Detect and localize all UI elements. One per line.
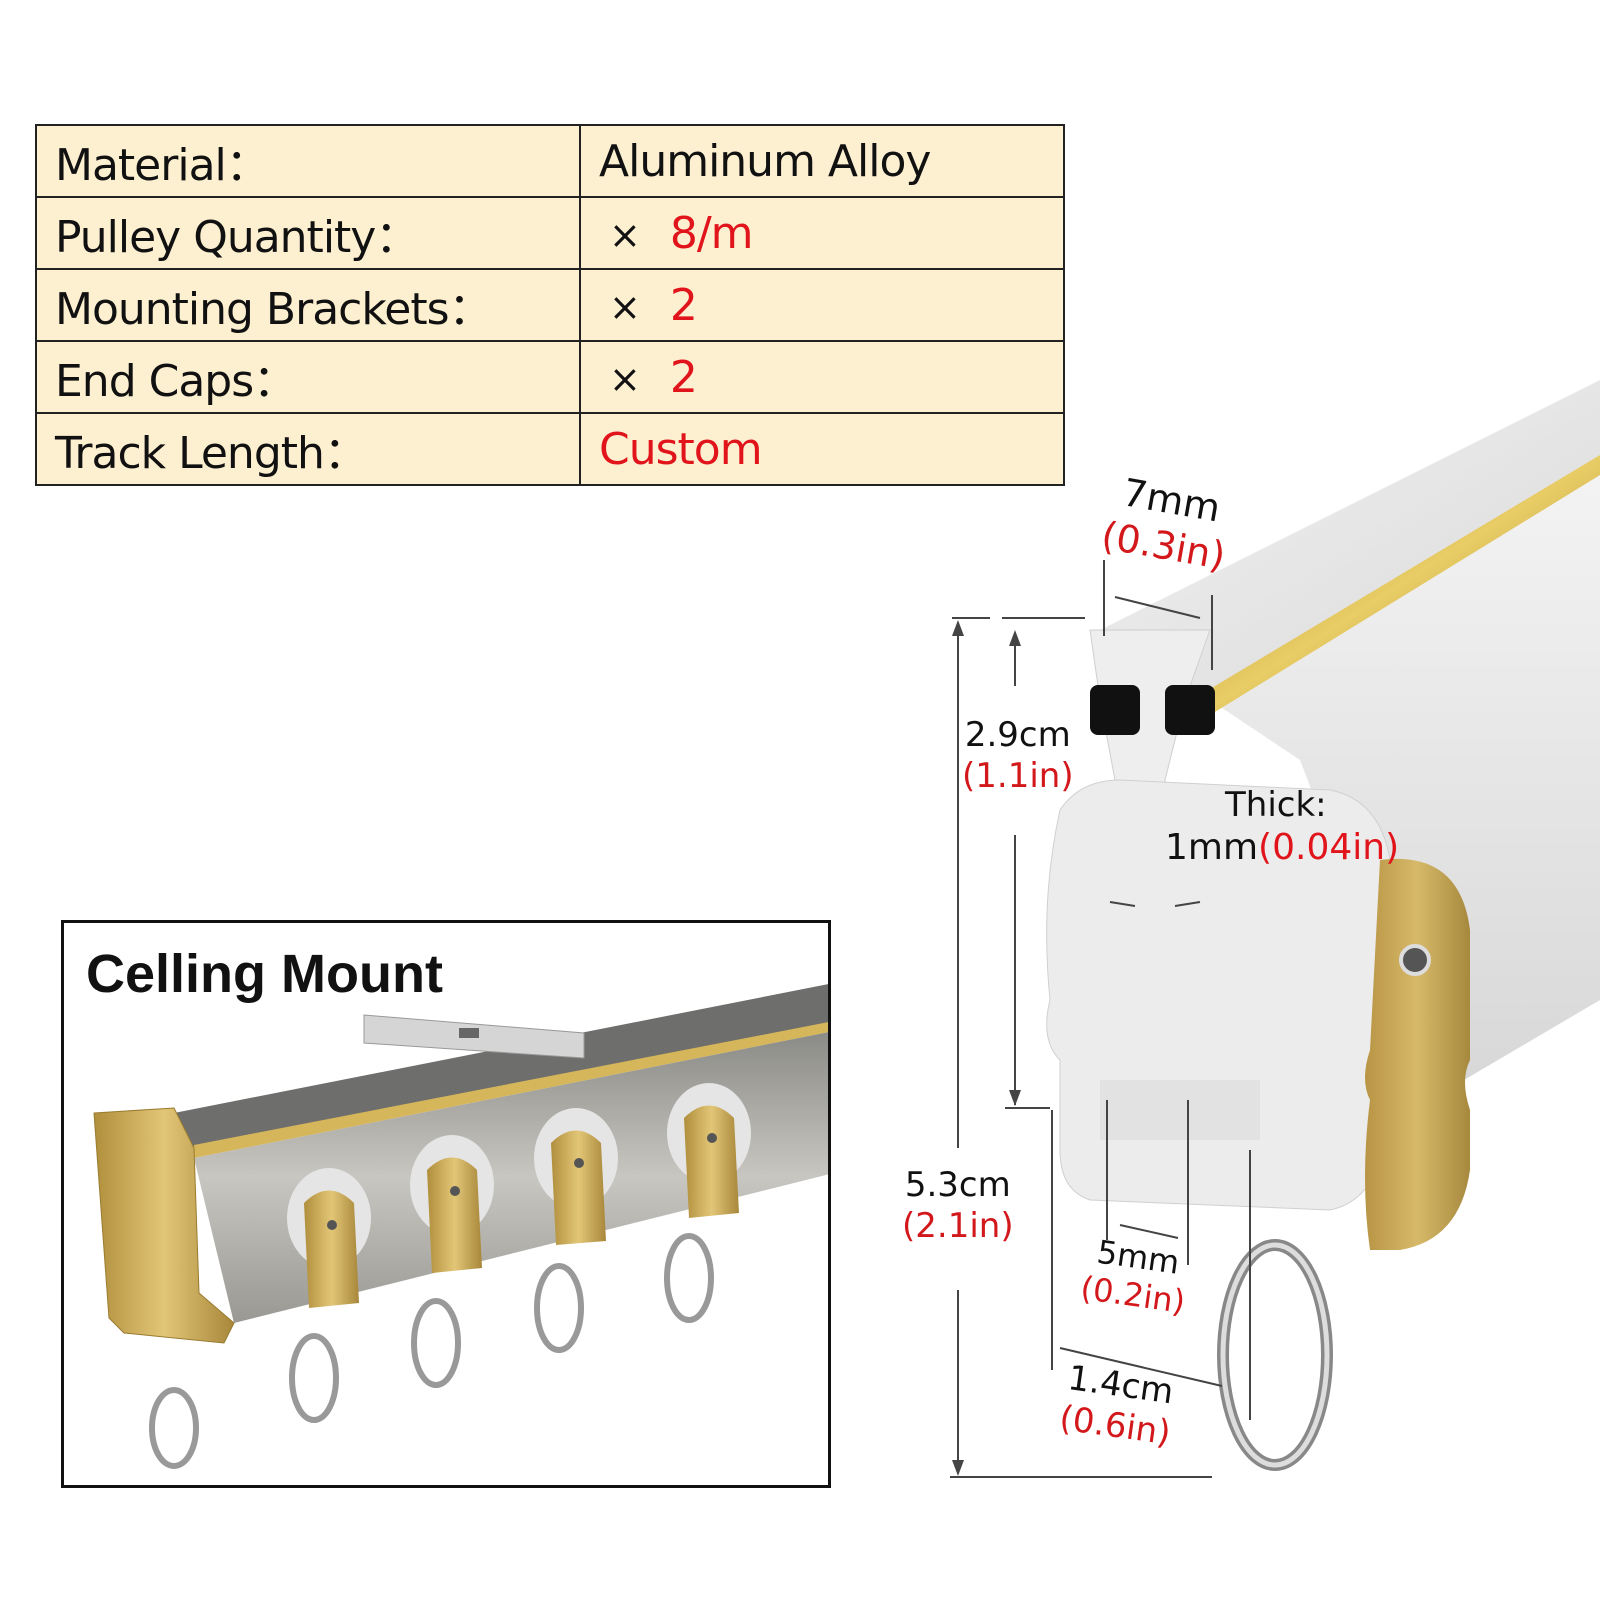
dim-upper-height: 2.9cm (1.1in) xyxy=(962,715,1074,796)
spec-value-text: 8/m xyxy=(669,207,754,259)
arrow-down-icon xyxy=(1009,1090,1021,1106)
dim-slot-width: 5mm (0.2in) xyxy=(1078,1232,1188,1322)
spec-row-track-length: Track Length： Custom xyxy=(35,412,1065,486)
spec-value: × 8/m xyxy=(579,196,1065,270)
dim-total-height: 5.3cm (2.1in) xyxy=(902,1165,1014,1246)
pulley-group xyxy=(287,1083,751,1423)
spec-table: Material： Aluminum Alloy Pulley Quantity… xyxy=(35,124,1065,486)
arrow-up-icon xyxy=(1009,630,1021,646)
spec-label: Mounting Brackets： xyxy=(35,268,581,342)
spec-value-text: 2 xyxy=(669,279,698,331)
seal-left xyxy=(1090,685,1140,735)
spec-value: ×2 xyxy=(579,268,1065,342)
spec-row-end-caps: End Caps： ×2 xyxy=(35,340,1065,414)
spec-label: Material： xyxy=(35,124,581,198)
seal-right xyxy=(1165,685,1215,735)
arrow-up-icon xyxy=(952,620,964,636)
arrow-down-icon xyxy=(952,1460,964,1476)
spec-value: ×2 xyxy=(579,340,1065,414)
dim-thickness: Thick: 1mm(0.04in) xyxy=(1165,785,1400,868)
spec-value: Custom xyxy=(579,412,1065,486)
spec-row-mounting-brackets: Mounting Brackets： ×2 xyxy=(35,268,1065,342)
times-icon: × xyxy=(609,212,641,257)
times-icon: × xyxy=(609,284,641,329)
spec-label: Pulley Quantity： xyxy=(35,196,581,270)
screw-icon xyxy=(1399,944,1431,976)
dim-hook-offset: 1.4cm (0.6in) xyxy=(1056,1358,1176,1454)
rail-top-surface xyxy=(1100,380,1600,700)
spec-value: Aluminum Alloy xyxy=(579,124,1065,198)
spec-row-pulley-quantity: Pulley Quantity： × 8/m xyxy=(35,196,1065,270)
gold-plate xyxy=(1365,858,1470,1250)
spec-value-text: Aluminum Alloy xyxy=(599,135,931,187)
spec-label: End Caps： xyxy=(35,340,581,414)
ceiling-mount-illustration xyxy=(93,984,828,1469)
spec-row-material: Material： Aluminum Alloy xyxy=(35,124,1065,198)
spec-value-text: Custom xyxy=(599,423,763,475)
spec-value-text: 2 xyxy=(669,351,698,403)
inset-title: Celling Mount xyxy=(86,944,443,1004)
spec-label: Track Length： xyxy=(35,412,581,486)
times-icon: × xyxy=(609,356,641,401)
ceiling-mount-inset: Celling Mount xyxy=(61,920,831,1488)
rail-side-surface xyxy=(1210,460,1600,1100)
gold-trim xyxy=(1200,455,1600,715)
